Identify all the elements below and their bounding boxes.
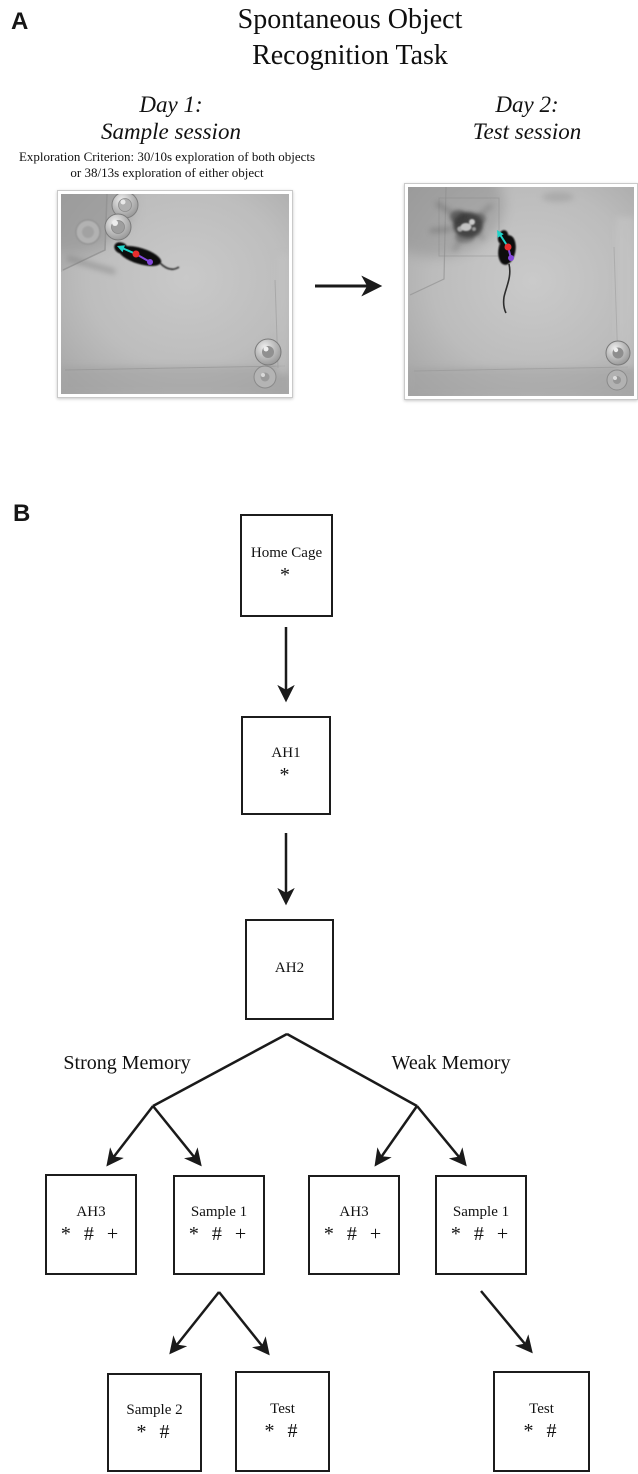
box-label: AH3 [76, 1203, 106, 1220]
box-symbols: * [279, 763, 293, 786]
flowchart-box-sample2: Sample 2 * # [107, 1373, 202, 1472]
smudge [542, 192, 574, 202]
box-label: Sample 1 [190, 1204, 248, 1220]
object-top-left-2 [104, 213, 132, 241]
mouse-tail [502, 263, 511, 314]
bottom-wall-shade [408, 367, 634, 396]
object-bottom-right-2 [606, 369, 628, 391]
tailbase-marker [147, 259, 153, 265]
wall-corner-line [409, 187, 447, 296]
day1-line2: Sample session [101, 119, 241, 144]
box-label: AH3 [339, 1204, 369, 1220]
wall-shadow-streak [66, 255, 116, 275]
day1-line1: Day 1: [139, 92, 203, 117]
box-label: Test [270, 1400, 295, 1417]
panel-b-label: B [13, 500, 31, 527]
body-center-marker [132, 250, 140, 258]
body-center-marker [504, 243, 512, 251]
flowchart-box-home-cage: Home Cage * [240, 514, 333, 617]
day2-line1: Day 2: [495, 92, 559, 117]
flowchart-box-ah1: AH1 * [241, 716, 331, 815]
box-symbols: * # + [450, 1223, 512, 1245]
branch-label-weak: Weak Memory [391, 1052, 511, 1074]
arrow-sample1-to-sample2 [169, 1291, 220, 1355]
box-symbols: * [280, 563, 293, 586]
tailbase-marker [508, 255, 514, 261]
object-top-left-extra [75, 219, 101, 245]
box-symbols: * # [136, 1420, 173, 1443]
arena-image-day1 [61, 194, 289, 394]
criterion-line2: or 38/13s exploration of either object [70, 165, 264, 180]
box-label: Sample 2 [126, 1401, 183, 1418]
right-wall-shade [616, 217, 634, 367]
bottom-wall-shade [61, 366, 289, 394]
flowchart-box-test-strong: Test * # [235, 1371, 330, 1472]
arrow-weak-to-ah3 [374, 1105, 419, 1167]
branch-label-strong: Strong Memory [63, 1052, 191, 1074]
flowchart-box-sample1-weak: Sample 1 * # + [435, 1175, 527, 1275]
criterion-line1: Exploration Criterion: 30/10s exploratio… [18, 149, 316, 164]
arrow-strong-to-ah3 [106, 1105, 154, 1167]
flowchart-box-ah3-strong: AH3 * # + [45, 1174, 137, 1275]
head-direction-arrow-icon [117, 245, 125, 253]
day2-line2: Test session [472, 119, 582, 144]
day1-label: Day 1: Sample session [51, 91, 291, 145]
head-direction-arrow-icon [497, 230, 504, 238]
box-label: Sample 1 [452, 1204, 510, 1220]
figure-title: Spontaneous Object Recognition Task [230, 2, 470, 74]
flowchart-box-ah2: AH2 [245, 919, 334, 1020]
box-label: AH2 [274, 960, 305, 976]
flowchart-box-sample1-strong: Sample 1 * # + [173, 1175, 265, 1275]
arena-image-day2 [408, 187, 634, 396]
figure-title-line1: Spontaneous Object [237, 4, 463, 35]
object-bottom-right-1 [254, 338, 282, 366]
figure-title-line2: Recognition Task [252, 40, 448, 71]
mouse-tail [159, 262, 180, 271]
box-symbols: * # [264, 1419, 301, 1442]
bottom-wall-line [64, 365, 286, 371]
box-symbols: * # [523, 1419, 560, 1442]
object-bottom-right-2 [253, 365, 277, 389]
arrow-sample1-to-test-weak [480, 1290, 533, 1354]
object-bottom-right-1 [605, 340, 631, 366]
right-wall-shade [277, 254, 289, 374]
arrow-sample1-to-test-strong [218, 1291, 270, 1356]
box-symbols: * # + [323, 1223, 385, 1245]
arrow-strong-to-sample1 [152, 1105, 202, 1167]
object-top-left-fuzzy [429, 201, 493, 252]
bottom-wall-line [413, 366, 629, 372]
arrow-weak-to-sample1 [416, 1105, 467, 1167]
flowchart-box-test-weak: Test * # [493, 1371, 590, 1472]
box-symbols: * # + [188, 1223, 250, 1245]
box-symbols: * # + [60, 1222, 122, 1245]
exploration-criterion: Exploration Criterion: 30/10s exploratio… [0, 149, 334, 181]
panel-a-label: A [11, 8, 29, 35]
branch-line-strong [152, 1032, 288, 1108]
sample-session-photo [57, 190, 293, 398]
flowchart-box-ah3-weak: AH3 * # + [308, 1175, 400, 1275]
day2-label: Day 2: Test session [407, 91, 638, 145]
box-label: Test [529, 1400, 554, 1417]
object-platform-outline [438, 197, 500, 257]
branch-line-weak [286, 1032, 418, 1108]
box-label: Home Cage [250, 544, 323, 561]
box-label: AH1 [271, 744, 301, 761]
test-session-photo [404, 183, 638, 400]
